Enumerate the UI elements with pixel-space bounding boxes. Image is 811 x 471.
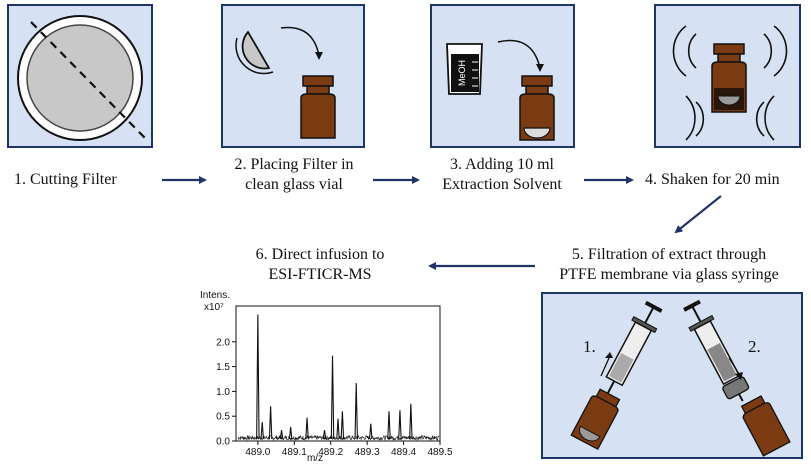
step-5-label: 5. Filtration of extract through PTFE me…: [531, 245, 807, 285]
step-2-label: 2. Placing Filter in clean glass vial: [215, 155, 373, 195]
noise-baseline: [237, 434, 440, 442]
panel-cutting-filter: [7, 4, 153, 148]
spectrum-peak: [336, 418, 340, 440]
spectrum-peak: [279, 430, 284, 440]
plot-frame: [235, 305, 441, 442]
panel-shaking: [654, 4, 801, 148]
spectrum-peak: [288, 427, 293, 440]
y-axis-label: Intens.: [200, 290, 230, 301]
step-3-label: 3. Adding 10 ml Extraction Solvent: [420, 155, 584, 195]
y-axis-unit: x10⁷: [204, 302, 224, 313]
shaking-vial-illustration: [672, 25, 788, 141]
syringe-step-2-label: 2.: [748, 337, 761, 356]
spectrum-peak: [330, 355, 335, 440]
spectrum-axes: 0.0 0.5 1.0 1.5 2.0 489.0 489.1 489.2 489.3 489.4…: [216, 305, 452, 458]
x-tick-label: 489.1: [282, 447, 307, 458]
step-1-label: 1. Cutting Filter: [14, 171, 117, 188]
spectrum-peak: [398, 410, 402, 440]
syringe-filtration-illustration: 1. 2.: [570, 299, 791, 457]
spectrum-peak: [256, 314, 260, 440]
spectrum-peak: [369, 423, 373, 440]
step-3-line-2: Extraction Solvent: [442, 176, 562, 193]
beaker-label: MeOH: [457, 60, 467, 86]
x-tick-label: 489.2: [318, 447, 343, 458]
y-tick-label: 1.0: [216, 387, 230, 398]
spectrum-peak: [387, 411, 391, 440]
spectrum-peak: [409, 403, 413, 440]
spectrum-peak: [260, 422, 264, 440]
step-6-line-1: 6. Direct infusion to: [255, 246, 385, 263]
spectrum-peak: [268, 406, 273, 440]
spectrum-peak: [305, 417, 309, 440]
step-6-line-2: ESI-FTICR-MS: [268, 266, 372, 283]
panel-filtration: 1. 2.: [541, 292, 803, 459]
panel-adding-solvent: MeOH: [430, 4, 575, 148]
step-5-line-2: PTFE membrane via glass syringe: [559, 266, 779, 283]
spectrum-peak: [322, 430, 327, 440]
spectrum-peak: [340, 411, 345, 440]
solvent-into-vial-illustration: MeOH: [446, 39, 555, 141]
step-2-line-1: 2. Placing Filter in: [234, 156, 354, 173]
syringe-step-1-label: 1.: [583, 337, 596, 356]
step-4-label: 4. Shaken for 20 min: [645, 171, 780, 188]
spectrum-trace: [237, 314, 440, 442]
step-5-line-1: 5. Filtration of extract through: [571, 246, 767, 263]
step-6-label: 6. Direct infusion to ESI-FTICR-MS: [230, 245, 410, 285]
x-axis-label: m/z: [307, 453, 323, 464]
spectrum-peak: [354, 382, 358, 440]
step-2-line-2: clean glass vial: [245, 176, 343, 193]
cut-filter-illustration: [17, 15, 146, 141]
step-3-line-1: 3. Adding 10 ml: [449, 156, 554, 173]
y-tick-label: 0.5: [216, 412, 230, 423]
filter-into-vial-illustration: [235, 26, 336, 139]
arrow-4-to-5: [674, 195, 722, 234]
y-tick-label: 1.5: [216, 362, 230, 373]
x-tick-label: 489.0: [245, 447, 270, 458]
panel-placing-filter: [221, 4, 365, 148]
y-tick-label: 0.0: [216, 437, 230, 448]
x-tick-label: 489.5: [427, 447, 452, 458]
mass-spectrum-chart: Intens. x10⁷ m/z 0.0 0.5 1.0 1.5 2.0 489.0 489…: [200, 290, 452, 464]
x-tick-label: 489.4: [391, 447, 416, 458]
x-tick-label: 489.3: [355, 447, 380, 458]
y-tick-label: 2.0: [216, 337, 230, 348]
